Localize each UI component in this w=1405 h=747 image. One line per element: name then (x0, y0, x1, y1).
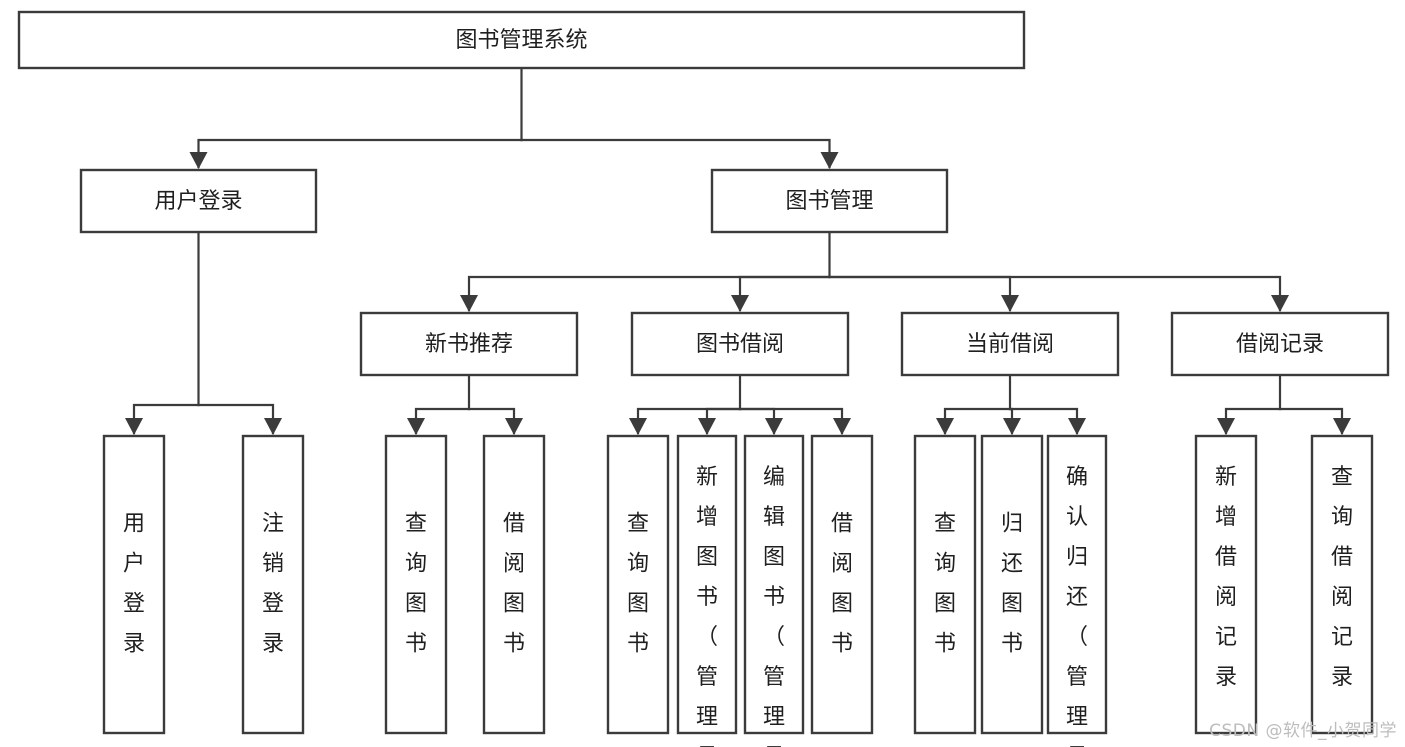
node-label-leaf-query-book-current: 查询图书 (934, 512, 956, 657)
node-box-root (17, 10, 1026, 70)
node-label-new-book-recommend: 新书推荐 (425, 332, 513, 357)
node-leaf-query-book-current[interactable]: 查询图书 (913, 434, 977, 735)
connector-root-to-user-login (197, 138, 523, 169)
node-box-leaf-return-book (980, 434, 1044, 735)
node-label-leaf-edit-book-admin: 编辑图书（管理员） (763, 465, 785, 747)
node-label-leaf-borrow-book-rec: 借阅图书 (503, 512, 525, 657)
connector-bm-to-new-book-recommend-arrow (460, 295, 478, 312)
node-label-leaf-borrow-book: 借阅图书 (831, 512, 853, 657)
node-box-book-management (710, 168, 949, 234)
node-leaf-edit-book-admin[interactable]: 编辑图书（管理员） (743, 434, 805, 747)
connector-root-to-book-management-arrow (820, 152, 839, 169)
connector-book-borrow-to-leaf-query-book-borrow (636, 407, 742, 435)
node-box-new-book-recommend (359, 311, 579, 377)
node-leaf-return-book[interactable]: 归还图书 (980, 434, 1044, 735)
connector-bm-to-book-borrow (738, 275, 831, 312)
node-box-leaf-edit-book-admin (743, 434, 805, 735)
node-root[interactable]: 图书管理系统 (17, 10, 1026, 70)
node-leaf-logout[interactable]: 注销登录 (241, 434, 305, 735)
node-label-leaf-confirm-return-admin: 确认归还（管理员） (1066, 465, 1088, 747)
connector-bm-to-borrow-record (828, 275, 1282, 312)
connector-new-book-recommend-to-leaf-query-book-rec (414, 407, 471, 435)
node-user-login[interactable]: 用户登录 (79, 168, 318, 234)
connector-book-borrow-to-leaf-query-book-borrow-arrow (629, 418, 647, 435)
connector-borrow-record-to-leaf-add-borrow-record (1224, 407, 1282, 435)
node-box-borrow-record (1170, 311, 1390, 377)
node-leaf-add-book-admin[interactable]: 新增图书（管理员） (676, 434, 738, 747)
connector-user-login-to-leaf-user-login-arrow (125, 418, 143, 435)
node-leaf-borrow-book-rec[interactable]: 借阅图书 (482, 434, 546, 735)
connector-book-borrow-to-leaf-borrow-book-arrow (833, 418, 851, 435)
node-box-leaf-user-login (102, 434, 166, 735)
node-box-current-borrow (900, 311, 1120, 377)
node-leaf-query-book-rec[interactable]: 查询图书 (384, 434, 448, 735)
node-box-leaf-borrow-book-rec (482, 434, 546, 735)
connector-current-borrow-to-leaf-confirm-return-admin (1008, 407, 1079, 435)
connector-bm-to-current-borrow (828, 275, 1012, 312)
connector-bm-to-current-borrow-arrow (1001, 295, 1019, 312)
node-box-leaf-confirm-return-admin (1046, 434, 1108, 735)
connector-borrow-record-to-leaf-query-borrow-record-arrow (1333, 418, 1351, 435)
node-label-user-login: 用户登录 (154, 189, 242, 214)
node-book-borrow[interactable]: 图书借阅 (630, 311, 850, 377)
node-label-current-borrow: 当前借阅 (966, 332, 1054, 357)
node-label-leaf-add-book-admin: 新增图书（管理员） (696, 465, 718, 747)
node-label-leaf-query-book-borrow: 查询图书 (627, 512, 649, 657)
connector-user-login-to-leaf-user-login (132, 403, 200, 435)
node-leaf-confirm-return-admin[interactable]: 确认归还（管理员） (1046, 434, 1108, 747)
node-label-leaf-query-borrow-record: 查询借阅记录 (1331, 465, 1353, 690)
connector-root-to-user-login-arrow (189, 152, 208, 169)
connector-borrow-record-to-leaf-add-borrow-record-arrow (1217, 418, 1235, 435)
node-current-borrow[interactable]: 当前借阅 (900, 311, 1120, 377)
connector-new-book-recommend-to-leaf-borrow-book-rec-arrow (505, 418, 523, 435)
node-label-borrow-record: 借阅记录 (1236, 332, 1324, 357)
node-box-leaf-add-borrow-record (1194, 434, 1258, 735)
node-label-root: 图书管理系统 (455, 28, 587, 53)
node-leaf-query-borrow-record[interactable]: 查询借阅记录 (1310, 434, 1374, 735)
node-box-leaf-add-book-admin (676, 434, 738, 735)
connector-current-borrow-to-leaf-return-book-arrow (1003, 418, 1021, 435)
node-label-leaf-user-login: 用户登录 (123, 512, 145, 657)
connector-root-to-book-management (520, 138, 831, 169)
node-box-leaf-borrow-book (810, 434, 874, 735)
connector-book-borrow-to-leaf-borrow-book (738, 407, 844, 435)
node-label-leaf-add-borrow-record: 新增借阅记录 (1215, 465, 1237, 690)
node-label-book-borrow: 图书借阅 (696, 332, 784, 357)
node-label-leaf-return-book: 归还图书 (1001, 512, 1023, 657)
node-leaf-add-borrow-record[interactable]: 新增借阅记录 (1194, 434, 1258, 735)
watermark-text: CSDN @软件_小贺同学 (1209, 721, 1397, 741)
node-box-leaf-query-book-rec (384, 434, 448, 735)
node-layer: 图书管理系统用户登录图书管理新书推荐图书借阅当前借阅借阅记录用户登录注销登录查询… (17, 10, 1390, 747)
node-leaf-query-book-borrow[interactable]: 查询图书 (606, 434, 670, 735)
connector-user-login-to-leaf-logout-arrow (264, 418, 282, 435)
connector-bm-to-borrow-record-arrow (1271, 295, 1289, 312)
node-box-user-login (79, 168, 318, 234)
node-label-leaf-logout: 注销登录 (262, 512, 284, 657)
node-leaf-user-login[interactable]: 用户登录 (102, 434, 166, 735)
connector-borrow-record-to-leaf-query-borrow-record (1278, 407, 1344, 435)
node-box-leaf-logout (241, 434, 305, 735)
connector-book-borrow-to-leaf-edit-book-admin-arrow (765, 418, 783, 435)
node-book-management[interactable]: 图书管理 (710, 168, 949, 234)
connector-current-borrow-to-leaf-query-book-current (943, 407, 1012, 435)
connector-current-borrow-to-leaf-query-book-current-arrow (936, 418, 954, 435)
connector-book-borrow-to-leaf-add-book-admin-arrow (698, 418, 716, 435)
connector-current-borrow-to-leaf-confirm-return-admin-arrow (1068, 418, 1086, 435)
connector-new-book-recommend-to-leaf-query-book-rec-arrow (407, 418, 425, 435)
node-box-leaf-query-borrow-record (1310, 434, 1374, 735)
node-box-leaf-query-book-current (913, 434, 977, 735)
node-label-leaf-query-book-rec: 查询图书 (405, 512, 427, 657)
connector-layer (125, 66, 1351, 435)
connector-bm-to-book-borrow-arrow (731, 295, 749, 312)
node-box-book-borrow (630, 311, 850, 377)
node-new-book-recommend[interactable]: 新书推荐 (359, 311, 579, 377)
node-borrow-record[interactable]: 借阅记录 (1170, 311, 1390, 377)
node-box-leaf-query-book-borrow (606, 434, 670, 735)
node-label-book-management: 图书管理 (785, 189, 873, 214)
connector-bm-to-new-book-recommend (467, 275, 831, 312)
node-leaf-borrow-book[interactable]: 借阅图书 (810, 434, 874, 735)
connector-user-login-to-leaf-logout (197, 403, 275, 435)
